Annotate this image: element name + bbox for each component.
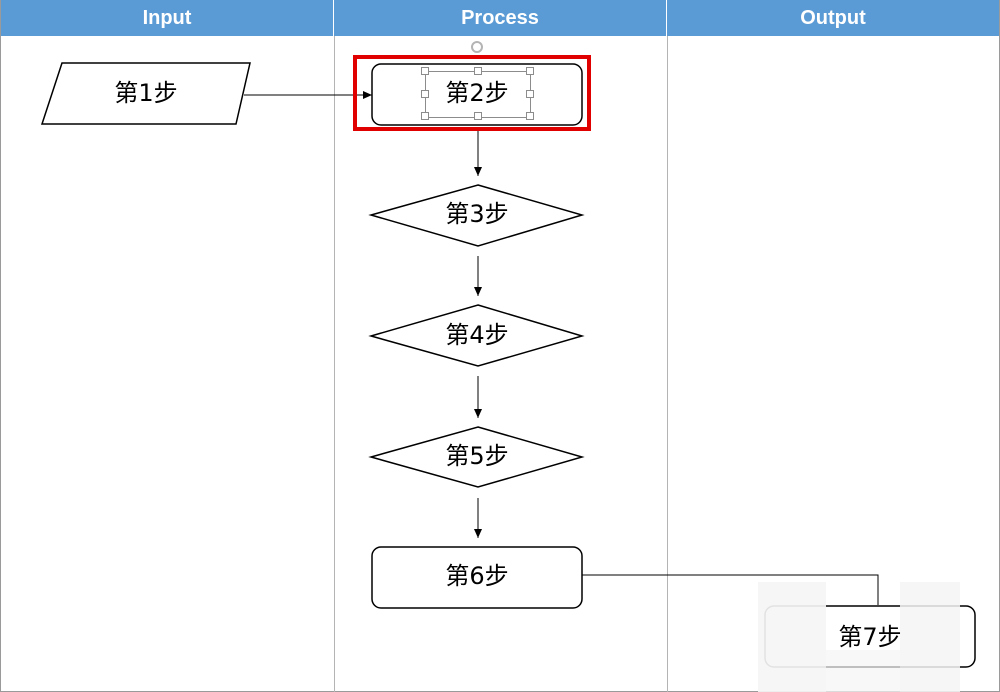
swimlane-header: Input Process Output	[1, 0, 999, 36]
text-selection-box[interactable]	[425, 71, 531, 118]
resize-handle[interactable]	[526, 112, 534, 120]
resize-handle[interactable]	[526, 90, 534, 98]
resize-handle[interactable]	[421, 90, 429, 98]
node-step-1-label: 第1步	[114, 79, 177, 107]
resize-handle[interactable]	[474, 112, 482, 120]
node-step-5-label: 第5步	[445, 442, 508, 470]
node-step-5[interactable]: 第5步	[368, 426, 585, 488]
connector-6-7[interactable]	[572, 574, 879, 605]
resize-handle[interactable]	[421, 67, 429, 75]
watermark	[758, 582, 826, 692]
resize-handle[interactable]	[474, 67, 482, 75]
node-step-7-label: 第7步	[838, 623, 901, 651]
lane-divider	[667, 36, 668, 692]
node-step-2[interactable]: 第2步	[371, 63, 583, 126]
lane-divider	[334, 36, 335, 692]
lane-header-output[interactable]: Output	[666, 0, 999, 36]
watermark	[900, 582, 960, 692]
lane-header-input[interactable]: Input	[142, 6, 192, 29]
node-step-4[interactable]: 第4步	[368, 304, 585, 367]
node-step-4-label: 第4步	[445, 321, 508, 349]
lane-header-process[interactable]: Process	[333, 0, 666, 36]
node-step-3[interactable]: 第3步	[368, 184, 585, 247]
node-step-6[interactable]: 第6步	[371, 546, 583, 609]
node-step-2-label: 第2步	[445, 79, 508, 107]
node-step-3-label: 第3步	[445, 200, 508, 228]
watermark	[826, 650, 900, 692]
resize-handle[interactable]	[526, 67, 534, 75]
node-step-6-label: 第6步	[445, 562, 508, 590]
node-step-1[interactable]: 第1步	[40, 62, 251, 125]
rotate-handle-icon[interactable]	[471, 41, 483, 53]
resize-handle[interactable]	[421, 112, 429, 120]
selection-highlight	[353, 55, 591, 131]
